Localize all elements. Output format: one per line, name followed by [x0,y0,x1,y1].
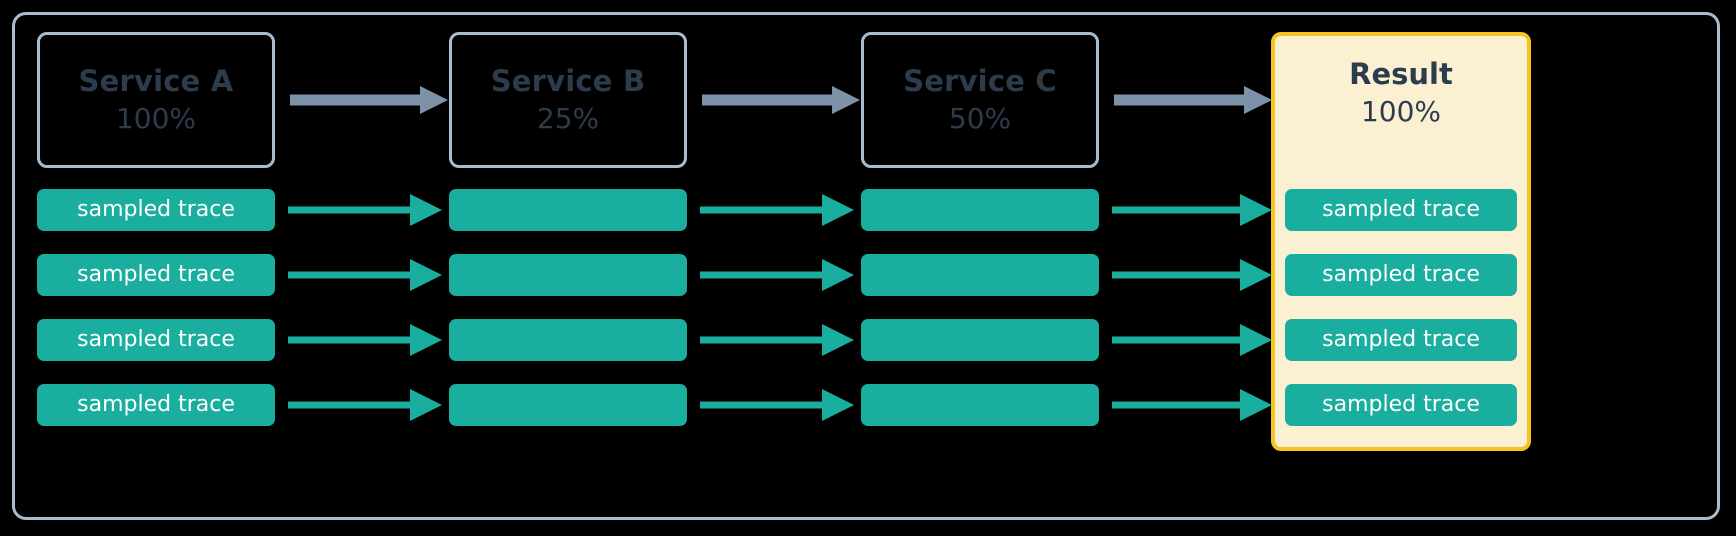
trace-bar: sampled trace [1285,189,1517,231]
trace-arrow-b-to-c [700,194,854,226]
trace-bar: sampled trace [37,384,275,426]
trace-arrow-c-to-result [1112,194,1272,226]
trace-bar-label: sampled trace [1322,262,1480,287]
trace-arrow-b-to-c [700,259,854,291]
trace-bar [449,319,687,361]
trace-bar [449,384,687,426]
service-box-a: Service A 100% [37,32,275,168]
trace-bar [449,189,687,231]
trace-bar: sampled trace [1285,319,1517,361]
trace-bar [861,319,1099,361]
trace-arrow-a-to-b [288,389,442,421]
trace-bar: sampled trace [37,189,275,231]
trace-bar [449,254,687,296]
header-arrow-b-to-c [702,86,860,114]
service-c-title: Service C [903,63,1057,98]
trace-arrow-a-to-b [288,324,442,356]
result-box: Result 100% [1271,32,1531,451]
trace-bar: sampled trace [1285,254,1517,296]
trace-bar-label: sampled trace [1322,392,1480,417]
trace-bar: sampled trace [37,319,275,361]
trace-bar-label: sampled trace [77,392,235,417]
trace-bar [861,384,1099,426]
trace-bar-label: sampled trace [77,197,235,222]
trace-arrow-a-to-b [288,259,442,291]
service-c-percent: 50% [948,101,1012,135]
trace-arrow-b-to-c [700,324,854,356]
trace-arrow-c-to-result [1112,259,1272,291]
service-box-c: Service C 50% [861,32,1099,168]
service-b-title: Service B [490,63,646,98]
outer-frame [12,12,1720,520]
service-a-percent: 100% [115,101,197,135]
trace-bar-label: sampled trace [77,262,235,287]
trace-bar [861,189,1099,231]
trace-bar: sampled trace [37,254,275,296]
service-box-b: Service B 25% [449,32,687,168]
trace-bar-label: sampled trace [1322,197,1480,222]
service-b-percent: 25% [536,101,600,135]
trace-bar [861,254,1099,296]
header-arrow-c-to-result [1114,86,1272,114]
trace-arrow-b-to-c [700,389,854,421]
header-arrow-a-to-b [290,86,448,114]
trace-arrow-c-to-result [1112,389,1272,421]
result-header: Result 100% [1275,57,1527,129]
trace-arrow-a-to-b [288,194,442,226]
trace-arrow-c-to-result [1112,324,1272,356]
trace-bar-label: sampled trace [1322,327,1480,352]
service-a-title: Service A [78,63,234,98]
trace-bar-label: sampled trace [77,327,235,352]
trace-bar: sampled trace [1285,384,1517,426]
result-title: Result [1349,57,1453,91]
result-percent: 100% [1360,95,1442,129]
